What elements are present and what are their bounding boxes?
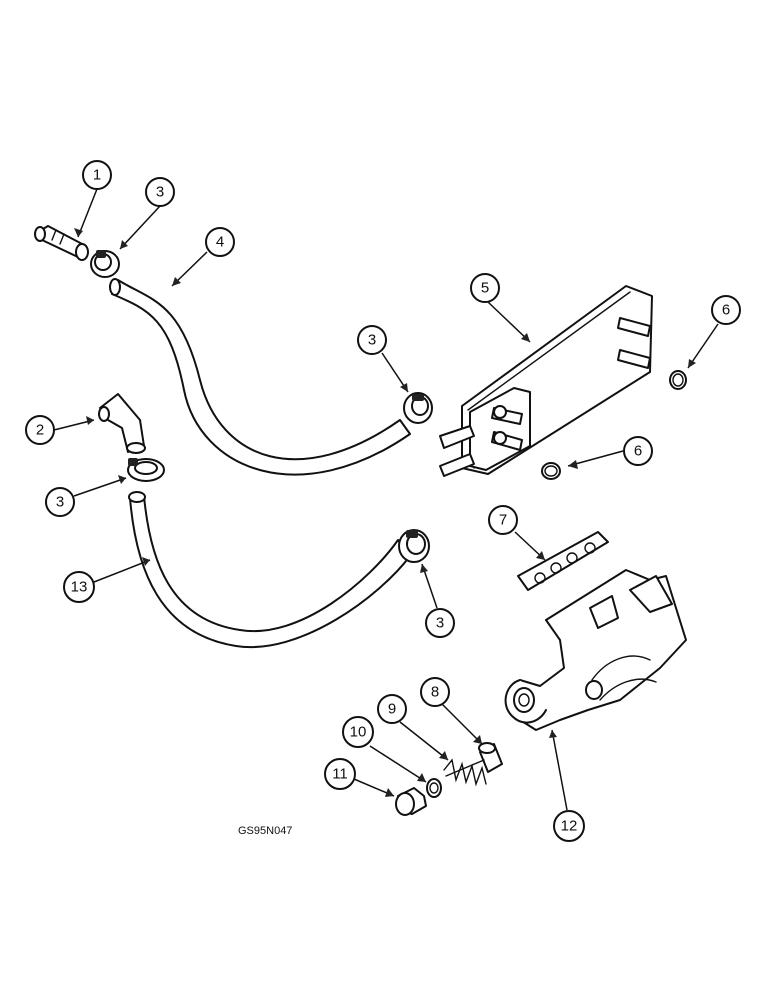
hose-clamp-part-3-lower-left: [127, 458, 165, 482]
callout-3-d: 3: [425, 608, 455, 638]
fitting-part-1: [34, 225, 89, 261]
callout-8: 8: [420, 677, 450, 707]
callout-10: 10: [342, 716, 374, 748]
callout-3-c: 3: [45, 487, 75, 517]
callout-label: 8: [431, 684, 439, 701]
callout-11: 11: [324, 758, 356, 790]
callout-label: 2: [36, 422, 44, 439]
sleeve-part-8: [478, 742, 503, 773]
callout-label: 12: [561, 818, 578, 835]
callout-13: 13: [63, 571, 95, 603]
figure-code: GS95N047: [238, 825, 292, 837]
callout-label: 6: [634, 443, 642, 460]
callout-label: 4: [216, 234, 224, 251]
callout-label: 9: [388, 701, 396, 718]
valve-housing-part-12: [504, 569, 687, 731]
callout-4: 4: [205, 227, 235, 257]
callout-label: 11: [332, 766, 348, 783]
hose-clamp-part-3-middle: [403, 392, 433, 424]
hose-part-13: [128, 491, 411, 649]
leader-lines: [53, 188, 719, 811]
callout-3-b: 3: [357, 325, 387, 355]
callout-label: 3: [156, 184, 164, 201]
spring-part-9: [443, 758, 487, 787]
callout-5: 5: [470, 273, 500, 303]
callout-2: 2: [25, 415, 55, 445]
callout-label: 7: [499, 512, 507, 529]
callout-label: 3: [436, 615, 444, 632]
callout-label: 5: [481, 280, 489, 297]
callout-7: 7: [488, 505, 518, 535]
callout-9: 9: [377, 694, 407, 724]
elbow-fitting-part-2: [98, 393, 146, 454]
callout-label: 10: [350, 724, 367, 741]
washer-part-10: [426, 778, 442, 798]
hose-part-4: [109, 278, 411, 476]
o-ring-part-6-upper: [669, 370, 687, 390]
callout-label: 3: [56, 494, 64, 511]
callout-6-a: 6: [711, 295, 741, 325]
callout-label: 3: [368, 332, 376, 349]
callout-label: 6: [722, 302, 730, 319]
callout-label: 13: [71, 579, 88, 596]
hose-clamp-part-3-upper: [90, 250, 120, 278]
callout-1: 1: [82, 160, 112, 190]
callout-label: 1: [93, 167, 101, 184]
o-ring-part-6-lower: [541, 462, 561, 480]
callout-6-b: 6: [623, 436, 653, 466]
callout-3-a: 3: [145, 177, 175, 207]
gasket-part-7: [517, 531, 609, 591]
callout-12: 12: [553, 810, 585, 842]
plug-part-11: [395, 787, 427, 816]
hose-clamp-part-3-lower-right: [398, 529, 430, 563]
oil-cooler-part-5: [439, 285, 653, 477]
